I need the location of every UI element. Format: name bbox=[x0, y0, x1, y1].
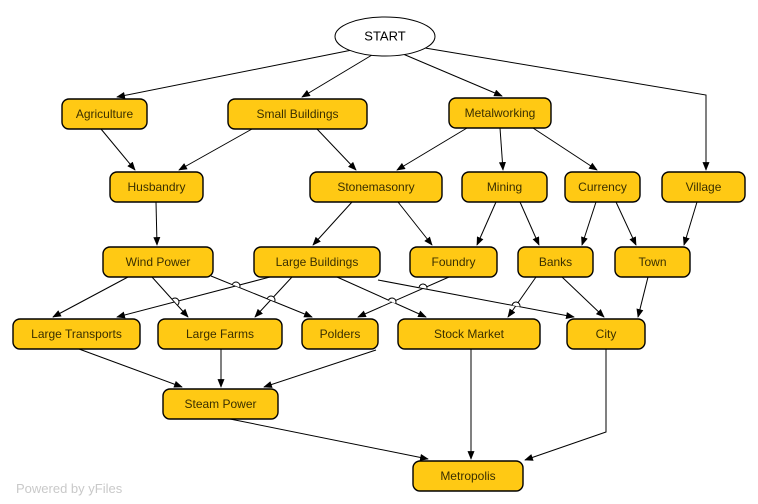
edge-large-buildings-to-large-transports bbox=[116, 276, 271, 319]
node-stock-market[interactable]: Stock Market bbox=[397, 318, 541, 350]
edge-village-to-town bbox=[682, 201, 698, 246]
edge-wind-power-to-polders bbox=[210, 275, 313, 318]
node-shape[interactable] bbox=[564, 171, 641, 203]
node-large-farms[interactable]: Large Farms bbox=[157, 318, 283, 350]
node-metalworking[interactable]: Metalworking bbox=[448, 97, 552, 129]
edge-agriculture-to-husbandry bbox=[100, 128, 136, 171]
edge-start-to-small-buildings bbox=[301, 54, 373, 98]
node-large-transports[interactable]: Large Transports bbox=[12, 318, 141, 350]
node-shape[interactable] bbox=[397, 318, 541, 350]
edge-wind-power-to-large-farms bbox=[151, 276, 189, 318]
edge-large-transports-to-steam-power bbox=[78, 348, 183, 388]
node-wind-power[interactable]: Wind Power bbox=[102, 246, 214, 278]
node-steam-power[interactable]: Steam Power bbox=[162, 388, 279, 420]
node-shape[interactable] bbox=[517, 246, 594, 278]
edge-large-buildings-to-city bbox=[377, 279, 575, 319]
edge-stonemasonry-to-foundry bbox=[397, 201, 433, 246]
edge-bridge bbox=[231, 281, 241, 288]
edge-town-to-city bbox=[636, 276, 649, 318]
edge-foundry-to-polders bbox=[357, 276, 450, 318]
edge-mining-to-banks bbox=[519, 201, 540, 246]
node-foundry[interactable]: Foundry bbox=[409, 246, 498, 278]
node-agriculture[interactable]: Agriculture bbox=[61, 98, 148, 130]
node-city[interactable]: City bbox=[566, 318, 646, 350]
edge-polders-to-steam-power bbox=[263, 349, 377, 388]
edge-bridge bbox=[418, 283, 428, 289]
edge-bridge bbox=[266, 295, 276, 302]
powered-by-yfiles-link[interactable]: Powered by yFiles bbox=[16, 481, 123, 496]
edge-city-to-metropolis bbox=[524, 349, 607, 461]
edge-husbandry-to-wind-power bbox=[153, 201, 161, 246]
node-shape[interactable] bbox=[157, 318, 283, 350]
edge-mining-to-foundry bbox=[476, 201, 497, 246]
edge-layer bbox=[52, 47, 710, 461]
node-mining[interactable]: Mining bbox=[461, 171, 548, 203]
edge-bridge bbox=[387, 297, 397, 304]
edge-wind-power-to-large-transports bbox=[52, 276, 129, 318]
node-shape[interactable] bbox=[566, 318, 646, 350]
node-currency[interactable]: Currency bbox=[564, 171, 641, 203]
edge-bridge bbox=[511, 301, 521, 307]
node-shape[interactable] bbox=[253, 246, 381, 278]
node-shape[interactable] bbox=[61, 98, 148, 130]
edge-start-to-agriculture bbox=[116, 49, 353, 99]
edge-stonemasonry-to-large-buildings bbox=[312, 201, 353, 246]
node-banks[interactable]: Banks bbox=[517, 246, 594, 278]
node-town[interactable]: Town bbox=[614, 246, 691, 278]
node-polders[interactable]: Polders bbox=[301, 318, 379, 350]
node-shape[interactable] bbox=[301, 318, 379, 350]
node-layer: START Agriculture Small Buildings Metalwork… bbox=[12, 16, 746, 492]
node-shape[interactable] bbox=[102, 246, 214, 278]
node-shape[interactable] bbox=[162, 388, 279, 420]
edge-metalworking-to-currency bbox=[532, 127, 598, 171]
node-start[interactable]: START bbox=[334, 16, 436, 57]
edge-start-to-village bbox=[424, 47, 710, 171]
node-large-buildings[interactable]: Large Buildings bbox=[253, 246, 381, 278]
edge-start-to-metalworking bbox=[402, 53, 503, 97]
edge-steam-power-to-metropolis bbox=[229, 418, 429, 461]
node-shape[interactable] bbox=[12, 318, 141, 350]
node-shape[interactable] bbox=[309, 171, 443, 203]
node-shape[interactable] bbox=[409, 246, 498, 278]
node-metropolis[interactable]: Metropolis bbox=[412, 460, 524, 492]
node-shape[interactable] bbox=[614, 246, 691, 278]
node-shape[interactable] bbox=[227, 98, 368, 130]
edge-small-buildings-to-husbandry bbox=[178, 128, 253, 171]
node-shape[interactable] bbox=[109, 171, 204, 203]
edge-large-buildings-to-stock-market bbox=[336, 276, 427, 318]
edge-metalworking-to-stonemasonry bbox=[396, 127, 468, 171]
node-husbandry[interactable]: Husbandry bbox=[109, 171, 204, 203]
edge-banks-to-city bbox=[561, 276, 605, 318]
node-shape[interactable] bbox=[448, 97, 552, 129]
node-small-buildings[interactable]: Small Buildings bbox=[227, 98, 368, 130]
node-shape[interactable] bbox=[661, 171, 746, 203]
edge-banks-to-stock-market bbox=[507, 276, 537, 318]
node-village[interactable]: Village bbox=[661, 171, 746, 203]
node-shape[interactable] bbox=[412, 460, 524, 492]
node-shape[interactable] bbox=[461, 171, 548, 203]
edge-metalworking-to-mining bbox=[498, 127, 506, 171]
edge-small-buildings-to-stonemasonry bbox=[316, 128, 357, 171]
edge-currency-to-banks bbox=[581, 201, 597, 246]
edge-currency-to-town bbox=[615, 201, 637, 246]
edge-bridge bbox=[171, 297, 180, 306]
node-shape[interactable] bbox=[334, 16, 436, 57]
node-stonemasonry[interactable]: Stonemasonry bbox=[309, 171, 443, 203]
